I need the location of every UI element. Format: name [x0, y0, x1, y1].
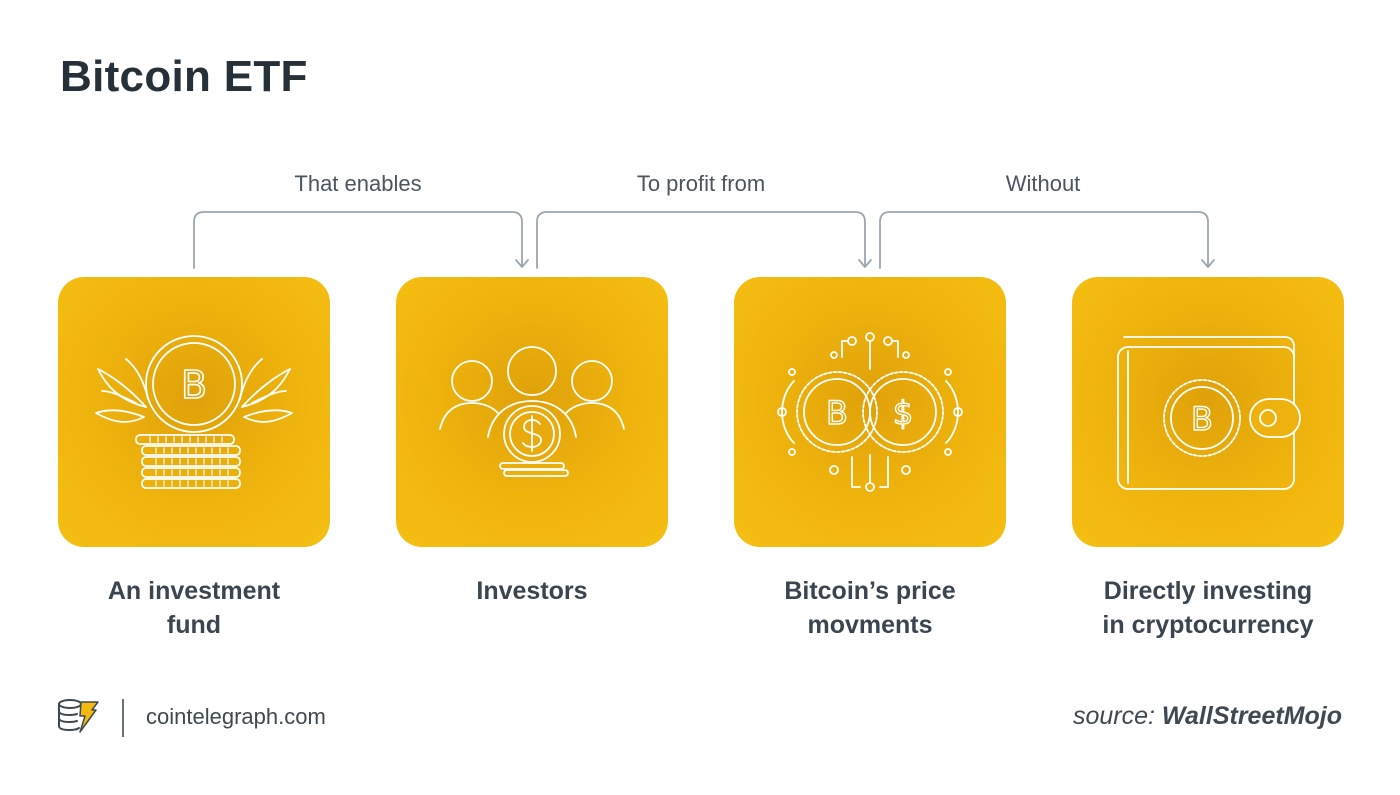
wallet-icon: B: [1117, 336, 1301, 490]
step-label-1-line1: An investment: [107, 577, 281, 605]
crypto-circuit-icon: B $: [777, 332, 963, 492]
connector-3-arrowhead: [1201, 259, 1215, 268]
step-label-3: Bitcoin’s price movments: [710, 574, 1030, 642]
svg-text:B: B: [181, 363, 207, 407]
svg-text:B: B: [826, 394, 848, 432]
coin-plant-icon: B: [95, 335, 293, 489]
svg-text:B: B: [1191, 400, 1213, 438]
connector-label-2: To profit from: [636, 171, 766, 196]
connector-2: [536, 211, 866, 269]
cointelegraph-logo-icon: [58, 699, 99, 733]
source-credit: source: WallStreetMojo: [1073, 702, 1342, 731]
connector-2-arrowhead: [858, 259, 872, 268]
step-label-2-line1: Investors: [476, 577, 588, 605]
step-card-directly-investing: B: [1072, 277, 1344, 547]
svg-text:$: $: [893, 394, 913, 432]
step-label-1-line2: fund: [166, 611, 222, 639]
connector-3: [879, 211, 1209, 269]
step-label-2: Investors: [372, 574, 692, 608]
connector-label-1: That enables: [294, 171, 422, 196]
page-title: Bitcoin ETF: [60, 52, 308, 101]
connector-1-arrowhead: [515, 259, 529, 268]
source-name: WallStreetMojo: [1161, 702, 1342, 730]
step-card-price-movements: B $: [734, 277, 1006, 547]
step-label-3-line1: Bitcoin’s price: [784, 577, 956, 605]
step-card-investors: [396, 277, 668, 547]
connector-1: [193, 211, 523, 269]
footer-divider: [122, 699, 124, 737]
connector-label-3: Without: [1005, 171, 1081, 196]
step-label-4: Directly investing in cryptocurrency: [1048, 574, 1368, 642]
step-label-3-line2: movments: [807, 611, 933, 639]
step-label-1: An investment fund: [34, 574, 354, 642]
investors-icon: [439, 346, 625, 477]
step-label-4-line1: Directly investing: [1103, 577, 1313, 605]
step-label-4-line2: in cryptocurrency: [1102, 611, 1314, 639]
step-card-investment-fund: B: [58, 277, 330, 547]
source-prefix: source:: [1072, 702, 1155, 730]
footer-site-link[interactable]: cointelegraph.com: [146, 704, 326, 729]
